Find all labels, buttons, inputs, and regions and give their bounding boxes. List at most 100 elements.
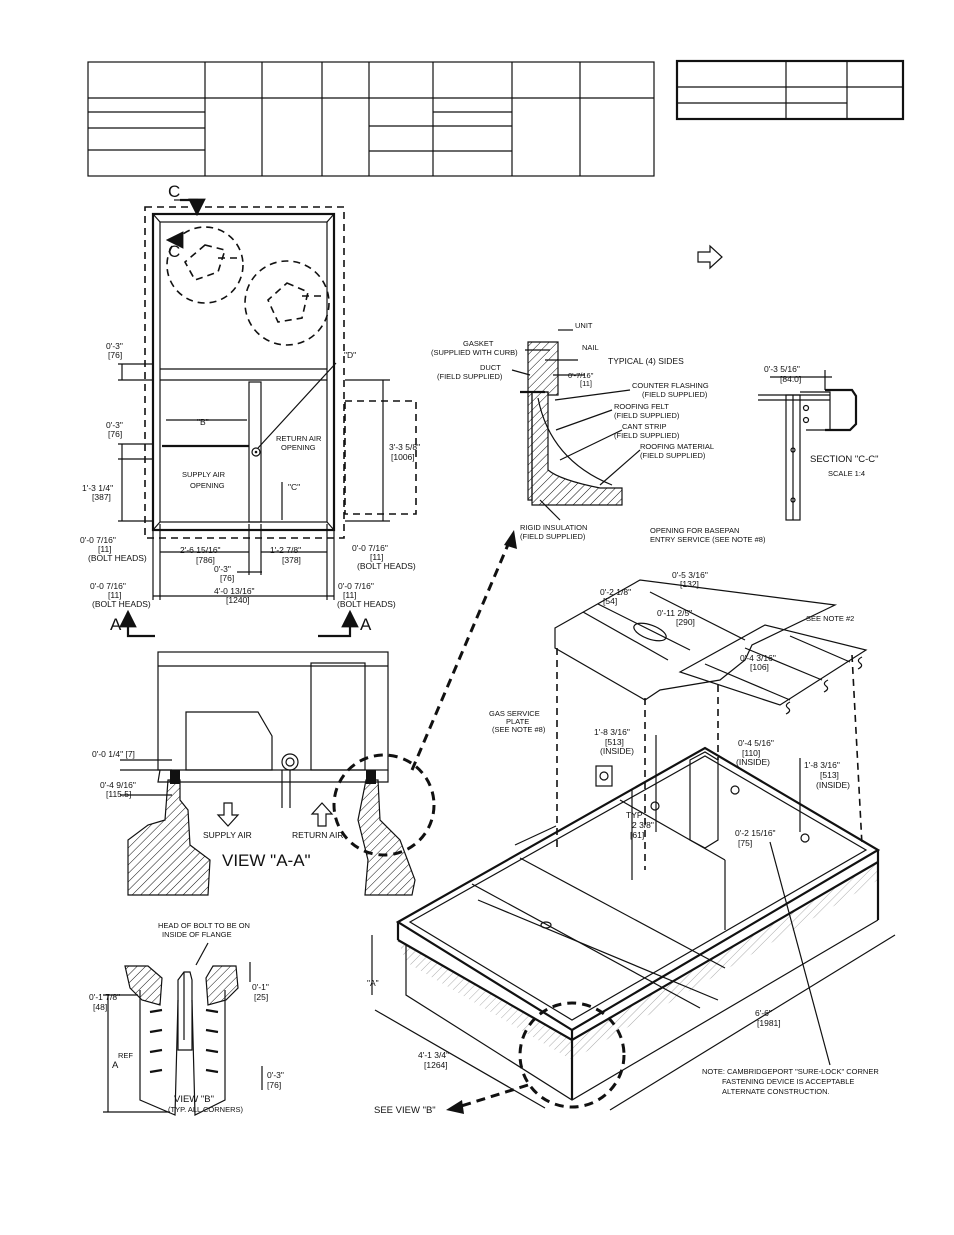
note-line-2: FASTENING DEVICE IS ACCEPTABLE — [722, 1077, 854, 1086]
gas-service-label-3: (SEE NOTE #8) — [492, 725, 546, 734]
see-note-2-label: SEE NOTE #2 — [806, 614, 854, 623]
iso-dim-typ: TYP — [626, 810, 643, 820]
dim-bolt-right-note: (BOLT HEADS) — [357, 561, 416, 571]
gas-service-label-2: PLATE — [506, 717, 529, 726]
dim-overall-mm: [1240] — [226, 595, 250, 605]
dim-overall: 4'-0 13/16" — [214, 586, 255, 596]
dim-bolt-left-note: (BOLT HEADS) — [88, 553, 147, 563]
view-b-dim-1-mm: [48] — [93, 1002, 107, 1012]
note-line-1: NOTE: CAMBRIDGEPORT "SURE-LOCK" CORNER — [702, 1067, 879, 1076]
counter-flashing-label-2: (FIELD SUPPLIED) — [642, 390, 708, 399]
dim-left-1-mm: [76] — [108, 350, 122, 360]
curb-isometric — [371, 579, 896, 1114]
dim-bolt-bottom-left-mm: [11] — [108, 590, 122, 600]
dim-duct-mm: [11] — [580, 379, 592, 388]
iso-dim-8-mm: [75] — [738, 838, 752, 848]
bolt-note: HEAD OF BOLT TO BE ON — [158, 921, 250, 930]
dim-left-1: 0'-3" — [106, 341, 123, 351]
iso-dim-length: 6'-6" — [755, 1008, 772, 1018]
supply-air-label-2: OPENING — [190, 481, 225, 490]
curb-detail — [511, 329, 641, 521]
dim-left-3: 1'-3 1/4" — [82, 483, 113, 493]
iso-dim-1: 0'-5 3/16" — [672, 570, 708, 580]
baseplan-opening-label-2: ENTRY SERVICE (SEE NOTE #8) — [650, 535, 766, 544]
view-b — [103, 942, 263, 1116]
iso-dim-5: 1'-8 3/16" — [594, 727, 630, 737]
dim-left-2: 0'-3" — [106, 420, 123, 430]
iso-dim-a: "A" — [367, 978, 379, 988]
dim-right-height: 3'-3 5/8" — [389, 442, 420, 452]
iso-dim-4-mm: [106] — [750, 662, 769, 672]
view-b-dim-2-mm: [25] — [254, 992, 268, 1002]
view-b-dim-1: 0'-1 7/8" — [89, 992, 120, 1002]
roofing-material-label-2: (FIELD SUPPLIED) — [640, 451, 706, 460]
curb-isometric-labels: OPENING FOR BASEPAN ENTRY SERVICE (SEE N… — [367, 526, 879, 1116]
iso-dim-4: 0'-4 3/16" — [740, 653, 776, 663]
iso-dim-3: 0'-11 2/5" — [657, 608, 692, 618]
dim-center: 0'-3" — [214, 564, 231, 574]
dim-right-height-mm: [1006] — [391, 452, 415, 462]
iso-dim-7-mm: [513] — [820, 770, 839, 780]
roofing-felt-label-2: (FIELD SUPPLIED) — [614, 411, 680, 420]
detail-leader — [410, 539, 512, 771]
dim-return-width-mm: [378] — [282, 555, 301, 565]
header-table-small — [675, 59, 905, 121]
dim-c-label: "C" — [288, 482, 300, 492]
iso-dim-3-mm: [290] — [676, 617, 695, 627]
view-aa-dim-2-mm: [115.5] — [106, 789, 131, 799]
view-b-dim-3-mm: [76] — [267, 1080, 281, 1090]
return-air-label-2: OPENING — [281, 443, 316, 452]
view-aa-dim-2: 0'-4 9/16" — [100, 780, 136, 790]
view-b-dim-2: 0'-1" — [252, 982, 269, 992]
iso-dim-typ-mm: [61] — [630, 830, 644, 840]
cant-strip-label: CANT STRIP — [622, 422, 666, 431]
top-view-labels: C C A A "B" "C" "D" RETURN AIR OPENING S… — [80, 182, 420, 634]
dim-left-3-mm: [387] — [92, 492, 111, 502]
dim-bolt-bottom-left: 0'-0 7/16" — [90, 581, 126, 591]
dim-bolt-bottom-right-mm: [11] — [343, 590, 357, 600]
curb-detail-labels: UNIT GASKET (SUPPLIED WITH CURB) NAIL TY… — [431, 321, 714, 541]
iso-dim-5-note: (INSIDE) — [600, 746, 634, 756]
view-aa-labels: VIEW "A-A" 0'-0 1/4" [7] 0'-4 9/16" [115… — [92, 749, 343, 870]
cut-a-left-label: A — [110, 615, 122, 634]
dim-left-2-mm: [76] — [108, 429, 122, 439]
iso-dim-7: 1'-8 3/16" — [804, 760, 840, 770]
view-b-title: VIEW "B" — [174, 1094, 214, 1105]
top-view — [118, 198, 417, 638]
dim-bolt-right: 0'-0 7/16" — [352, 543, 388, 553]
iso-dim-typ-2: 2 3/8" — [632, 820, 654, 830]
dim-supply-width-mm: [786] — [196, 555, 215, 565]
rigid-insulation-label-2: (FIELD SUPPLIED) — [520, 532, 586, 541]
roofing-material-label: ROOFING MATERIAL — [640, 442, 714, 451]
roofing-felt-label: ROOFING FELT — [614, 402, 669, 411]
section-cc — [758, 370, 858, 521]
iso-dim-length-mm: [1981] — [757, 1018, 781, 1028]
gasket-label: GASKET — [463, 339, 494, 348]
section-c-label-2: C — [168, 242, 180, 261]
gasket-label-2: (SUPPLIED WITH CURB) — [431, 348, 518, 357]
gas-service-label: GAS SERVICE — [489, 709, 540, 718]
section-c-label: C — [168, 182, 180, 201]
unit-label: UNIT — [575, 321, 593, 330]
iso-dim-width: 4'-1 3/4" — [418, 1050, 449, 1060]
iso-dim-8: 0'-2 15/16" — [735, 828, 776, 838]
iso-dim-2-mm: [54] — [603, 596, 617, 606]
dim-bolt-bottom-right: 0'-0 7/16" — [338, 581, 374, 591]
direction-arrow-icon — [697, 244, 723, 270]
duct-label-2: (FIELD SUPPLIED) — [437, 372, 503, 381]
supply-air-label: SUPPLY AIR — [203, 830, 252, 840]
iso-dim-1-mm: [132] — [680, 579, 699, 589]
view-aa-dim-1: 0'-0 1/4" [7] — [92, 749, 135, 759]
dim-bolt-right-mm: [11] — [370, 552, 384, 562]
bolt-note-2: INSIDE OF FLANGE — [162, 930, 232, 939]
dim-center-mm: [76] — [220, 573, 234, 583]
view-b-labels: HEAD OF BOLT TO BE ON INSIDE OF FLANGE 0… — [89, 921, 284, 1114]
view-b-dim-3: 0'-3" — [267, 1070, 284, 1080]
return-air-label: RETURN AIR — [292, 830, 343, 840]
section-cc-dim-mm: [84.0] — [780, 374, 801, 384]
baseplan-opening-label: OPENING FOR BASEPAN — [650, 526, 739, 535]
dim-duct: 0'-7/16" — [568, 371, 594, 380]
dim-return-width: 1'-2 7/8" — [270, 545, 301, 555]
view-b-subtitle: (TYP. ALL CORNERS) — [168, 1105, 244, 1114]
section-cc-title: SECTION "C-C" — [810, 454, 879, 465]
